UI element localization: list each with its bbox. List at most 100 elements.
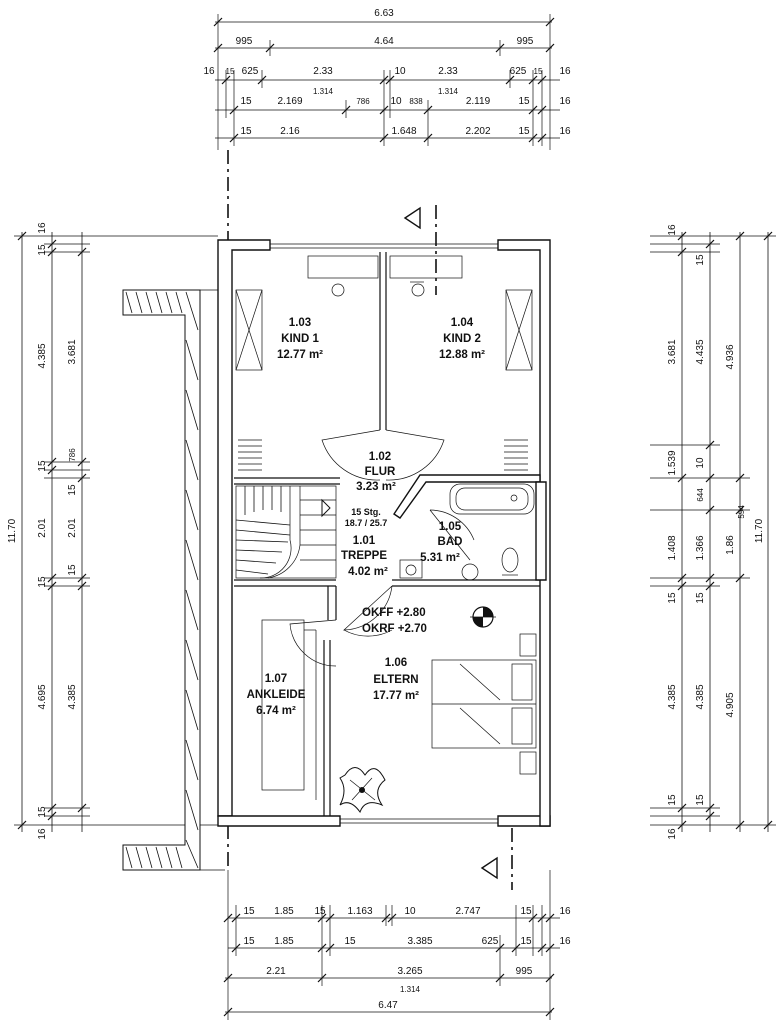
dim-bottom-total: 6.47 [378,1000,398,1011]
dim-top: 2.169 [277,96,302,107]
dim-top: 4.64 [374,36,394,47]
dim-bottom: 3.265 [397,966,422,977]
dim-bottom: 15 [344,936,356,947]
dim-bottom: 15 [314,906,326,917]
dim-left: 16 [37,828,48,840]
dim-top: 16 [559,96,571,107]
right-dimension-chains: 16 3.681 1.539 1.408 15 4.385 15 16 15 4… [650,224,776,840]
stair-arrow-icon [321,498,331,518]
room-eltern-name: ELTERN [373,674,418,686]
balcony-hatching [125,291,199,869]
dim-right: 4.385 [695,684,706,709]
door-kind2-swing [385,429,445,481]
dim-bottom: 995 [516,966,533,977]
dim-right: 594 [737,505,746,519]
dim-right: 1.366 [695,535,706,560]
bathroom-fixtures [399,483,535,581]
dim-left: 15 [67,564,78,576]
room-treppe-name: TREPPE [341,550,387,562]
dim-top: 16 [559,126,571,137]
bottom-dimension-chains: 15 1.85 15 1.163 10 2.747 15 16 15 1.85 … [223,870,571,1020]
room-bad-name: BAD [438,536,463,548]
dim-bottom: 15 [520,936,532,947]
dim-bottom: 16 [559,936,571,947]
dim-right: 4.936 [725,344,736,369]
radiators [235,289,533,471]
bathtub-icon [449,483,535,515]
dim-top: 15 [518,126,530,137]
dim-left: 15 [37,244,48,256]
room-bad-area: 5.31 m² [420,552,460,564]
dim-top: 2.33 [313,66,333,77]
room-kind1-name: KIND 1 [281,333,319,345]
dim-left-total: 11.70 [7,518,18,543]
dim-bottom: 1.314 [400,985,421,994]
dim-bottom: 15 [520,906,532,917]
dim-top: 2.202 [465,126,490,137]
dim-left: 2.01 [67,518,78,538]
stairs [235,485,337,579]
toilet-icon [461,563,479,581]
dim-right: 15 [667,794,678,806]
section-marker-top-icon [403,206,421,230]
dim-left: 16 [37,222,48,234]
room-treppe-ratio: 18.7 / 25.7 [345,518,388,528]
dim-right: 10 [695,457,706,469]
dim-bottom: 2.21 [266,966,286,977]
left-dimension-chains: 11.70 16 15 4.385 15 2.01 15 4.695 15 16… [7,222,218,840]
dim-left: 4.385 [37,343,48,368]
dim-right: 1.86 [725,535,736,555]
room-treppe-stairs: 15 Stg. [351,507,381,517]
level-marker: OKFF +2.80 OKRF +2.70 [362,606,496,635]
dim-bottom: 3.385 [407,936,432,947]
dim-right: 3.681 [667,339,678,364]
dim-right: 4.435 [695,339,706,364]
sink-icon [501,547,519,573]
dim-bottom: 10 [404,906,416,917]
dim-right: 4.905 [725,692,736,717]
dim-top: 1.648 [391,126,416,137]
room-kind2-number: 1.04 [451,317,474,329]
dim-bottom: 1.163 [347,906,372,917]
dim-top: 1.314 [313,87,334,96]
room-eltern-area: 17.77 m² [373,690,419,702]
dim-right: 15 [695,794,706,806]
dim-top: 995 [517,36,534,47]
dim-left: 786 [68,448,77,462]
level-okff: OKFF +2.80 [362,607,426,619]
room-ankleide-area: 6.74 m² [256,705,296,717]
dim-bottom: 1.85 [274,936,294,947]
dim-top: 15 [534,67,543,76]
dim-bottom: 15 [243,906,255,917]
balcony [122,289,225,871]
dim-top: 2.33 [438,66,458,77]
dim-left: 15 [37,806,48,818]
door-kind1-swing [321,429,381,481]
room-ankleide-name: ANKLEIDE [247,689,306,701]
dim-bottom: 16 [559,906,571,917]
room-flur-number: 1.02 [369,451,391,463]
section-axis [227,150,513,890]
dim-right-total: 11.70 [754,518,765,543]
room-ankleide-number: 1.07 [265,673,287,685]
level-okrf: OKRF +2.70 [362,623,427,635]
dim-top: 1.314 [438,87,459,96]
dim-right: 1.539 [667,450,678,475]
room-eltern-number: 1.06 [385,657,407,669]
dim-top: 2.16 [280,126,300,137]
dim-top: 995 [236,36,253,47]
dim-left: 15 [37,576,48,588]
dim-top: 625 [510,66,527,77]
dim-top: 786 [356,97,370,106]
room-kind2-name: KIND 2 [443,333,481,345]
dim-top: 838 [409,97,423,106]
dim-top-total: 6.63 [374,8,394,19]
room-treppe-number: 1.01 [353,535,376,547]
dim-left: 15 [67,484,78,496]
walls [217,239,551,827]
dim-top: 10 [394,66,406,77]
dim-top: 16 [559,66,571,77]
room-flur-area: 3.23 m² [356,481,396,493]
dim-right: 4.385 [667,684,678,709]
